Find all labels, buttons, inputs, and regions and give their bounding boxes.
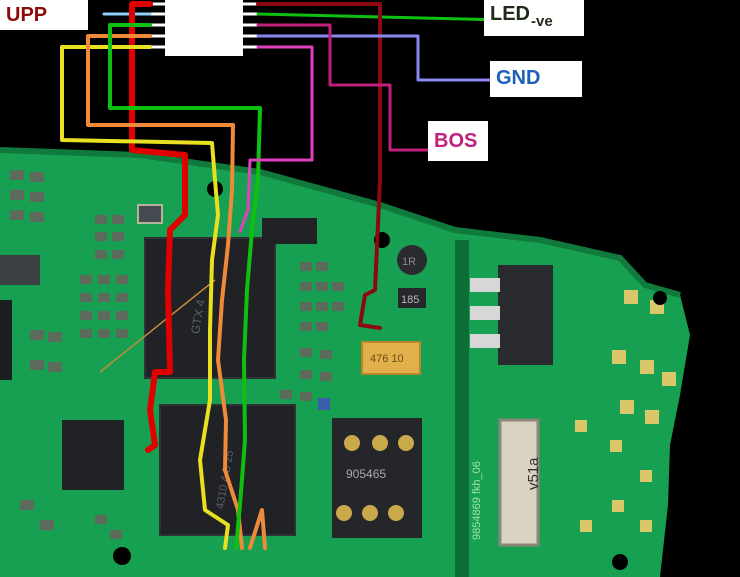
- label-upp: UPP: [0, 0, 88, 30]
- board-slot: [455, 240, 469, 577]
- wire-darkred-led: [256, 2, 382, 330]
- label-bos: BOS: [428, 121, 488, 161]
- tantalum-capacitor: [361, 341, 421, 375]
- wire-yellow: [60, 45, 230, 550]
- motor-marking: v51a: [525, 457, 542, 490]
- label-led: LED-ve: [484, 0, 584, 36]
- regulator-pads: [470, 278, 500, 348]
- capacitor-marking: 476 10: [370, 353, 404, 365]
- ic-symbol-pins: [150, 2, 258, 49]
- pcb-edge: [0, 147, 681, 298]
- wire-magenta-bos: [238, 45, 314, 234]
- ic-top-marking-text: GTX 4: [188, 298, 208, 335]
- sim-marking: 905465: [346, 467, 386, 481]
- right-pads: [575, 290, 676, 532]
- label-led-text: LED: [490, 3, 530, 25]
- mid-dark-chip: [262, 218, 317, 244]
- label-bos-text: BOS: [434, 130, 478, 152]
- label-upp-text: UPP: [6, 4, 48, 26]
- regulator: [498, 265, 553, 365]
- left-chip: [0, 255, 40, 285]
- wire-orange: [86, 34, 244, 550]
- inductor: [397, 245, 427, 275]
- pcb-code: 9854869 fkh_06: [471, 461, 483, 540]
- ic-top-marking: GTX 4: [188, 298, 208, 335]
- left-component-field: [10, 170, 128, 539]
- label-gnd-text: GND: [496, 67, 541, 89]
- jumper-wire: [99, 279, 216, 373]
- capacitor-left: [137, 204, 163, 224]
- transistor-marking: 185: [401, 294, 419, 306]
- blue-component: [318, 398, 330, 410]
- vibration-motor: [498, 418, 540, 547]
- left-small-chip: [0, 300, 12, 380]
- ic-symbol: [165, 0, 243, 56]
- label-led-subscript: -ve: [531, 13, 553, 30]
- wire-orange-end: [248, 508, 267, 550]
- wire-blue-gnd: [256, 34, 492, 82]
- sim-pins: [336, 435, 414, 521]
- transistor: [398, 288, 426, 308]
- inductor-marking: 1R: [402, 256, 416, 268]
- wire-green-upp: [108, 23, 262, 550]
- ic-left-chip: [62, 420, 124, 490]
- mid-component-field: [280, 262, 344, 401]
- label-gnd: GND: [490, 61, 582, 97]
- wire-darkred-bos: [256, 23, 430, 152]
